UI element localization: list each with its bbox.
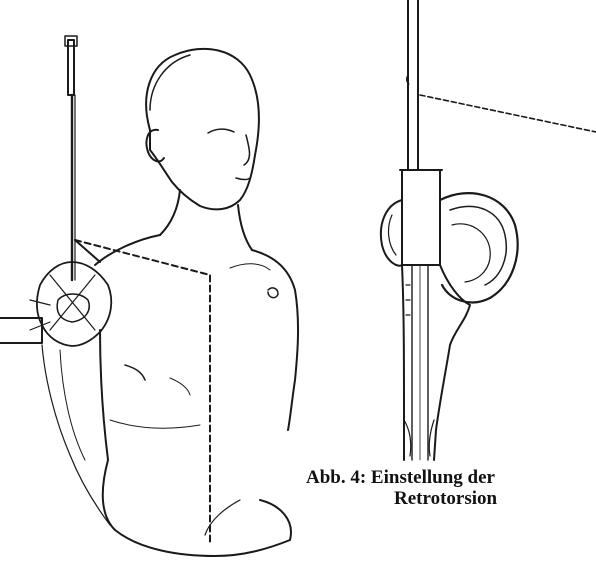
caption-line-1: Abb. 4: Einstellung der (306, 467, 596, 488)
mannequin-torso-drawing (0, 36, 298, 556)
figure-caption: Abb. 4: Einstellung der Retrotorsion (306, 467, 596, 509)
caption-line-2: Retrotorsion (306, 488, 596, 509)
humerus-guide-drawing (381, 0, 596, 460)
